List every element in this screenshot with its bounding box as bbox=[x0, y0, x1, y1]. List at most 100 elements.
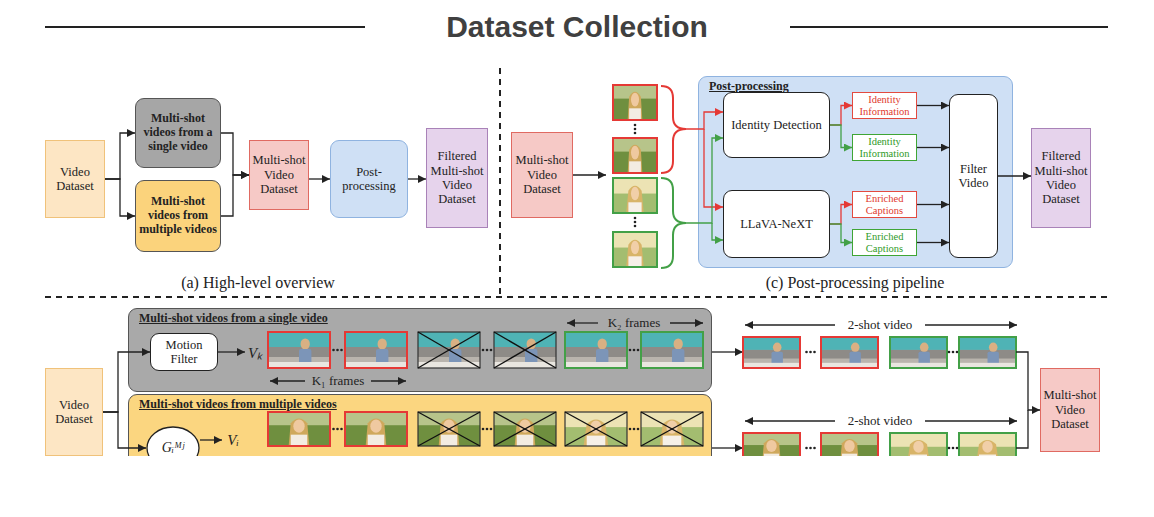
ellipsis bbox=[332, 428, 343, 431]
ellipsis-dot bbox=[634, 217, 637, 220]
output-box: Enriched Captions bbox=[852, 191, 917, 218]
discard-cross bbox=[641, 412, 703, 446]
video-thumbnail bbox=[613, 138, 657, 173]
discard-cross bbox=[418, 332, 480, 368]
video-frame bbox=[743, 337, 800, 368]
text-label: K₁ frames bbox=[312, 373, 365, 389]
diagram-title: Dataset Collection bbox=[0, 10, 1154, 44]
span-arrow bbox=[567, 322, 598, 323]
node-text: Motion Filter bbox=[151, 338, 217, 367]
title-rule bbox=[45, 26, 365, 28]
panel-separator bbox=[45, 296, 1108, 298]
ellipsis bbox=[948, 351, 959, 354]
ellipsis bbox=[332, 349, 343, 352]
discard-cross bbox=[565, 412, 627, 446]
video-frame bbox=[418, 332, 480, 368]
ellipsis bbox=[482, 349, 493, 352]
ellipsis bbox=[629, 428, 640, 431]
video-frame bbox=[494, 332, 556, 368]
node-text: Gᵢᴹʲ bbox=[162, 440, 185, 456]
frame-border bbox=[565, 412, 627, 446]
ellipsis bbox=[629, 349, 640, 352]
dataset-box: Filtered Multi-shot Video Dataset bbox=[1031, 128, 1091, 228]
leader-arrow bbox=[218, 351, 245, 352]
frame-border bbox=[418, 412, 480, 446]
frame-border bbox=[743, 337, 800, 368]
node-text: Identity Information bbox=[853, 136, 916, 158]
connector-arrow bbox=[408, 178, 426, 179]
connector-arrow bbox=[917, 204, 949, 205]
process-box: Post-processing bbox=[330, 140, 408, 218]
video-thumbnail bbox=[613, 85, 657, 120]
connector-arrow bbox=[917, 105, 949, 106]
frame-border bbox=[345, 332, 407, 368]
text-label: Vᵢ bbox=[227, 432, 239, 449]
node-text: Multi-shot Video Dataset bbox=[250, 153, 308, 196]
ellipsis-dot bbox=[634, 225, 637, 228]
ellipsis-dot bbox=[634, 221, 637, 224]
node-text: LLaVA-NeXT bbox=[740, 217, 813, 231]
discard-cross bbox=[418, 412, 480, 446]
discard-cross bbox=[418, 332, 480, 368]
connector-arrow bbox=[917, 242, 949, 243]
process-box: Motion Filter bbox=[150, 333, 218, 371]
node-text: Filtered Multi-shot Video Dataset bbox=[1032, 149, 1090, 207]
video-frame bbox=[268, 332, 330, 368]
discard-cross bbox=[494, 412, 556, 446]
node-text: Filtered Multi-shot Video Dataset bbox=[427, 149, 487, 207]
discard-cross bbox=[418, 412, 480, 446]
video-frame bbox=[641, 332, 703, 368]
heading-text: Multi-shot videos from multiple videos bbox=[139, 398, 337, 412]
discard-cross bbox=[641, 412, 703, 446]
ellipsis-dot bbox=[634, 124, 637, 127]
heading-text: Multi-shot videos from a single video bbox=[139, 312, 328, 326]
dataset-box: Multi-shot Video Dataset bbox=[249, 140, 309, 210]
title-rule bbox=[790, 26, 1108, 28]
discard-cross bbox=[494, 412, 556, 446]
circle-shape bbox=[147, 427, 199, 469]
source-box: Multi-shot videos from a single video bbox=[135, 98, 221, 168]
connector-arrow bbox=[105, 179, 135, 216]
video-frame bbox=[494, 412, 556, 446]
leader-arrow bbox=[712, 351, 743, 352]
node-text: Video Dataset bbox=[46, 398, 102, 427]
node-text: Post-processing bbox=[331, 165, 407, 194]
node-text: Multi-shot Video Dataset bbox=[1041, 388, 1099, 431]
frame-border bbox=[268, 332, 330, 368]
merge-arrow bbox=[1016, 352, 1040, 410]
text-label: 2-shot video bbox=[848, 317, 913, 333]
text-label: (c) Post-processing pipeline bbox=[766, 274, 945, 292]
node-text: Enriched Captions bbox=[853, 193, 916, 215]
span-arrow bbox=[270, 380, 305, 381]
frame-border bbox=[565, 332, 627, 368]
connector-arrow bbox=[105, 133, 135, 179]
text-label: K₂ frames bbox=[608, 315, 661, 331]
connector-arrow bbox=[917, 147, 949, 148]
text-label: (a) High-level overview bbox=[181, 274, 335, 292]
video-frame bbox=[418, 412, 480, 446]
node-text: Video Dataset bbox=[46, 165, 104, 194]
node-text: Multi-shot videos from multiple videos bbox=[136, 195, 220, 236]
span-arrow bbox=[745, 324, 835, 325]
span-arrow bbox=[925, 324, 1017, 325]
video-frame bbox=[890, 337, 947, 368]
video-thumbnail bbox=[613, 178, 657, 213]
video-frame bbox=[565, 412, 627, 446]
process-box: Post-processingIdentity DetectionLLaVA-N… bbox=[698, 76, 1013, 268]
frame-border bbox=[345, 412, 407, 446]
node-text: Identity Detection bbox=[731, 118, 822, 132]
panel-separator bbox=[499, 68, 501, 296]
connector-arrow bbox=[221, 175, 249, 216]
thumbnail-border bbox=[613, 178, 657, 213]
node-text: Multi-shot Video Dataset bbox=[512, 153, 572, 196]
frame-border bbox=[890, 337, 947, 368]
node-text: Enriched Captions bbox=[853, 231, 916, 253]
process-box: LLaVA-NeXT bbox=[723, 190, 830, 258]
video-frame bbox=[641, 412, 703, 446]
dataset-box: Video Dataset bbox=[45, 368, 103, 456]
frame-border bbox=[418, 332, 480, 368]
merge-line bbox=[1016, 410, 1028, 448]
crop-cover bbox=[0, 456, 1154, 517]
